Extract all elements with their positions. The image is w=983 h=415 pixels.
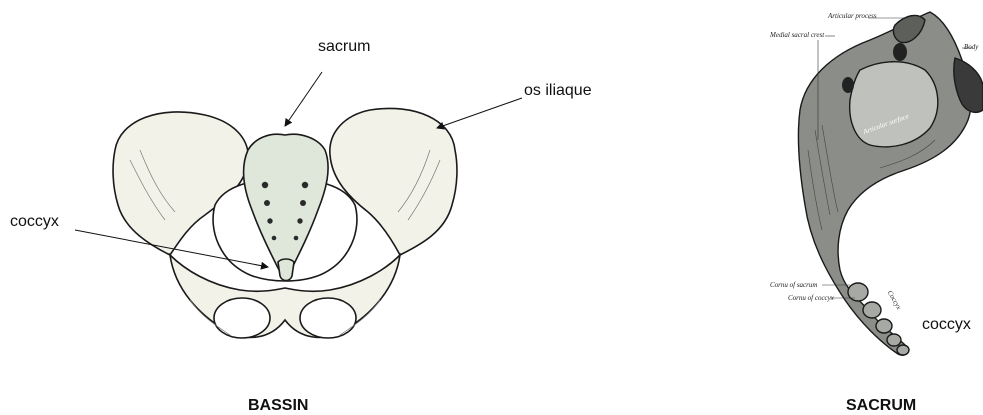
label-os-iliaque: os iliaque: [524, 82, 592, 100]
caption-sacrum: SACRUM: [846, 397, 916, 415]
pelvis-illustration: [113, 108, 457, 338]
left-obturator: [214, 298, 270, 338]
caption-bassin: BASSIN: [248, 397, 308, 415]
os-iliaque-pointer: [437, 98, 522, 128]
sacrum-illustration: [798, 12, 983, 355]
label-medial-sacral-crest: Medial sacral crest: [770, 31, 824, 39]
label-coccyx-right: coccyx: [922, 316, 971, 334]
label-articular-process: Articular process: [828, 12, 877, 20]
coccyx-bone: [278, 259, 294, 281]
label-coccyx: coccyx: [10, 213, 59, 231]
label-sacrum: sacrum: [318, 38, 370, 56]
articular-surface-region: [850, 62, 938, 147]
sacrum-pointer: [285, 72, 322, 126]
label-body: Body: [964, 43, 978, 51]
coccyx-segments: [848, 283, 909, 355]
label-cornu-of-sacrum: Cornu of sacrum: [770, 281, 817, 289]
right-obturator: [300, 298, 356, 338]
label-cornu-of-coccyx: Cornu of coccyx: [788, 294, 834, 302]
